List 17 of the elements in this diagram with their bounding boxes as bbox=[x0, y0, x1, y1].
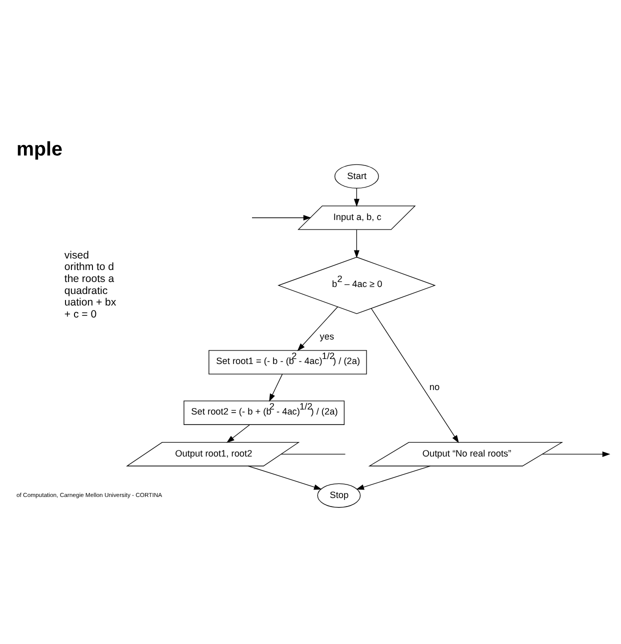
edge-label: yes bbox=[320, 330, 334, 341]
diagram-title: mple bbox=[16, 138, 62, 160]
arrow bbox=[252, 214, 312, 220]
connector bbox=[280, 453, 346, 454]
arrow bbox=[248, 465, 322, 490]
arrow bbox=[354, 228, 360, 258]
arrow bbox=[356, 465, 431, 490]
node-ellipse: Start bbox=[334, 164, 379, 188]
arrow bbox=[297, 306, 338, 351]
arrow bbox=[226, 424, 250, 442]
node-ellipse: Stop bbox=[317, 482, 361, 508]
edge-label: no bbox=[429, 381, 440, 392]
arrow bbox=[370, 308, 459, 443]
arrow bbox=[542, 450, 610, 456]
arrow bbox=[269, 373, 283, 402]
label: vised orithm to d the roots a quadratic uation + bx + c = 0 bbox=[64, 248, 116, 320]
arrow bbox=[354, 188, 360, 206]
